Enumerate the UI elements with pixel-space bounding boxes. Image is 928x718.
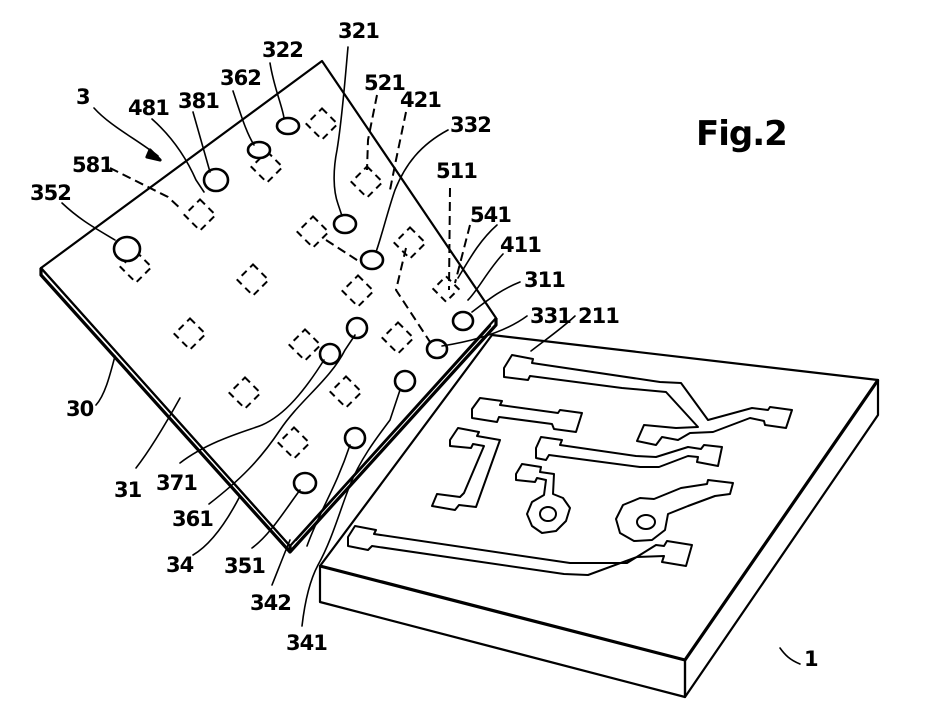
pad bbox=[394, 227, 425, 258]
substrate-traces bbox=[348, 355, 792, 575]
pad bbox=[174, 318, 205, 349]
substrate-front-face bbox=[320, 566, 685, 697]
pad bbox=[229, 377, 260, 408]
label-322: 322 bbox=[262, 38, 303, 62]
bump-bump bbox=[347, 318, 367, 338]
label-411: 411 bbox=[500, 233, 541, 257]
label-331: 331 bbox=[530, 304, 571, 328]
bump-351 bbox=[294, 473, 316, 493]
label-581: 581 bbox=[72, 153, 113, 177]
label-211: 211 bbox=[578, 304, 619, 328]
label-3: 3 bbox=[76, 85, 90, 109]
pad bbox=[237, 264, 268, 295]
trace-pad-left bbox=[516, 464, 570, 533]
chip-3 bbox=[41, 61, 496, 552]
pad bbox=[351, 166, 382, 197]
pad bbox=[382, 322, 413, 353]
label-362: 362 bbox=[220, 66, 261, 90]
bump-381 bbox=[204, 169, 228, 191]
label-341: 341 bbox=[286, 631, 327, 655]
bump-332 bbox=[361, 251, 383, 269]
label-371: 371 bbox=[156, 471, 197, 495]
pad bbox=[289, 329, 320, 360]
bump-322 bbox=[277, 118, 299, 134]
via-hole bbox=[540, 507, 556, 521]
chip-top-face bbox=[41, 61, 496, 546]
label-352: 352 bbox=[30, 181, 71, 205]
figure-title: Fig.2 bbox=[696, 114, 787, 154]
label-332: 332 bbox=[450, 113, 491, 137]
bump-362 bbox=[248, 142, 270, 158]
trace bbox=[536, 437, 722, 467]
label-34: 34 bbox=[166, 553, 194, 577]
bump-331 bbox=[427, 340, 447, 358]
trace-pad-right bbox=[616, 480, 733, 541]
label-541: 541 bbox=[470, 203, 511, 227]
trace-211 bbox=[504, 355, 792, 445]
label-342: 342 bbox=[250, 591, 291, 615]
trace bbox=[472, 398, 582, 432]
bump-bump bbox=[395, 371, 415, 391]
bump-321 bbox=[334, 215, 356, 233]
pad bbox=[306, 108, 337, 139]
label-511: 511 bbox=[436, 159, 477, 183]
bump-352 bbox=[114, 237, 140, 261]
label-361: 361 bbox=[172, 507, 213, 531]
via-hole bbox=[637, 515, 655, 529]
label-481: 481 bbox=[128, 96, 169, 120]
label-31: 31 bbox=[114, 478, 142, 502]
label-311: 311 bbox=[524, 268, 565, 292]
bump-361 bbox=[345, 428, 365, 448]
label-381: 381 bbox=[178, 89, 219, 113]
label-30: 30 bbox=[66, 397, 94, 421]
trace bbox=[432, 428, 500, 510]
pad bbox=[297, 216, 328, 247]
label-1: 1 bbox=[804, 647, 818, 671]
bump-311 bbox=[453, 312, 473, 330]
pad bbox=[342, 275, 373, 306]
label-351: 351 bbox=[224, 554, 265, 578]
chip-pads bbox=[120, 108, 458, 458]
label-421: 421 bbox=[400, 88, 441, 112]
pad bbox=[330, 376, 361, 407]
pad bbox=[278, 427, 309, 458]
pad bbox=[184, 199, 215, 230]
label-321: 321 bbox=[338, 19, 379, 43]
